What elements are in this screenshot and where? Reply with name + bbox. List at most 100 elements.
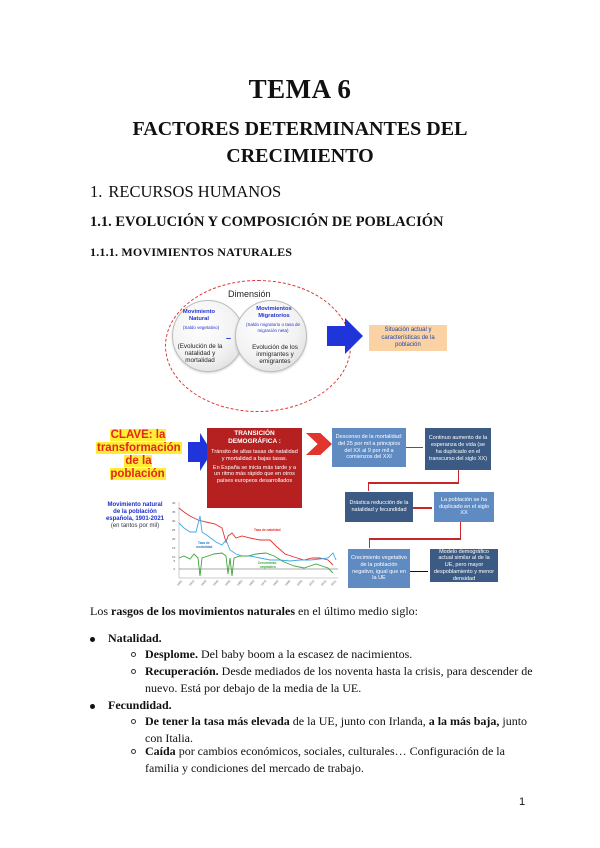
venn-right-title: Movimientos Migratorios (256, 306, 292, 319)
connector (369, 538, 461, 540)
connector (368, 482, 369, 491)
circle-bullet-icon (131, 669, 136, 674)
sub-bullet-bold: a la más baja, (428, 714, 500, 728)
sub-bullet-text: junto con Italia. (145, 714, 528, 745)
venn-left-body: (Evolución de la natalidad y mortalidad (177, 343, 223, 364)
connector (458, 470, 459, 482)
svg-text:10: 10 (172, 555, 176, 559)
svg-text:2010: 2010 (308, 579, 316, 587)
sub-bullet-bold: De tener la tasa más elevada (145, 714, 290, 728)
venn-migratory-movement (235, 300, 307, 372)
bullet-label: Fecundidad. (108, 698, 172, 712)
chart-title-line: española, 1901-2021 (105, 516, 165, 522)
clave-label: CLAVE: la transformación de la población (96, 429, 182, 481)
box-mortalidad: Descenso de la mortalidad: del 25 por mi… (332, 428, 406, 467)
svg-text:5: 5 (174, 559, 176, 563)
venn-left-subtitle: (Saldo vegetativo) (182, 325, 220, 330)
connector (369, 538, 370, 548)
svg-text:0: 0 (174, 567, 176, 571)
page-title: TEMA 6 (248, 74, 352, 104)
box-esperanza-vida: Continuo aumento de la esperanza de vida… (425, 428, 491, 470)
transicion-text-2: En España se inicia más tarde y a un rit… (212, 464, 297, 485)
venn-right-body: Evolución de los inmigrantes y emigrante… (252, 344, 298, 365)
svg-text:15: 15 (172, 546, 176, 550)
natalidad-label: Tasa de natalidad (254, 528, 281, 532)
connector (406, 447, 423, 448)
circle-bullet-icon (131, 652, 136, 657)
minus-sign: – (226, 333, 232, 343)
bullet-fecundidad: Fecundidad. (90, 698, 172, 713)
sub-bullet-text: por cambios económicos, sociales, cultur… (145, 744, 505, 775)
svg-text:1990: 1990 (284, 579, 292, 587)
heading-1-text: RECURSOS HUMANOS (108, 182, 282, 201)
transicion-heading: TRANSICIÓN DEMOGRÁFICA : (228, 430, 281, 445)
chevron-right-icon (306, 433, 332, 455)
dimension-label: Dimensión (228, 289, 271, 299)
chart-title: Movimiento natural de la población españ… (95, 502, 175, 530)
svg-text:20: 20 (172, 537, 176, 541)
svg-text:1901: 1901 (176, 579, 184, 587)
svg-text:35: 35 (172, 510, 176, 514)
clave-line-2: transformación (96, 442, 182, 454)
svg-text:1920: 1920 (200, 579, 208, 587)
heading-1: 1. RECURSOS HUMANOS (90, 182, 281, 202)
sub-bullet-text: de la UE, junto con Irlanda, (289, 714, 429, 728)
circle-bullet-icon (131, 749, 136, 754)
sub-bullet: Recuperación. Desde mediados de los nove… (131, 663, 541, 697)
box-poblacion-duplicada: La población se ha duplicado en el siglo… (434, 492, 494, 522)
svg-text:30: 30 (172, 519, 176, 523)
arrow-right-icon (188, 442, 200, 462)
svg-text:2000: 2000 (296, 579, 304, 587)
page-number: 1 (519, 796, 526, 808)
bullet-label: Natalidad. (108, 631, 162, 645)
subtitle-line-1: FACTORES DETERMINANTES DEL (132, 118, 468, 140)
bullet-natalidad: Natalidad. (90, 631, 162, 646)
sub-bullet-bold: Desplome. (145, 647, 198, 661)
svg-text:1930: 1930 (212, 579, 220, 587)
venn-left-title: Movimiento Natural (182, 309, 216, 322)
crecimiento-label: Crecimiento (258, 561, 276, 565)
svg-text:vegetativo: vegetativo (260, 565, 276, 569)
situacion-box: Situación actual y características de la… (369, 325, 447, 351)
intro-bold: rasgos de los movimientos naturales (111, 604, 295, 618)
venn-natural-movement (172, 300, 244, 372)
svg-text:25: 25 (172, 528, 176, 532)
transicion-text-1: Tránsito de altas tasas de natalidad y m… (211, 449, 298, 462)
chart-title-line: de la población (113, 509, 157, 515)
sub-bullet: Caída por cambios económicos, sociales, … (131, 743, 541, 777)
clave-line-1: CLAVE: la (109, 429, 167, 441)
connector (460, 522, 461, 538)
svg-text:1950: 1950 (236, 579, 244, 587)
heading-3: 1.1.1. MOVIMIENTOS NATURALES (90, 245, 293, 259)
svg-text:1980: 1980 (272, 579, 280, 587)
subtitle-line-2: CRECIMIENTO (226, 145, 374, 167)
svg-text:2015: 2015 (320, 579, 328, 587)
chart-title-line: (en tantos por mil) (110, 523, 160, 529)
box-natalidad: Drástica reducción de la natalidad y fec… (345, 492, 413, 522)
connector (368, 482, 459, 484)
box-modelo-demografico: Modelo demográfico actual similar al de … (430, 549, 498, 582)
mortalidad-label: Tasa de (198, 541, 210, 545)
bullet-icon (90, 703, 95, 709)
svg-text:1940: 1940 (224, 579, 232, 587)
sub-bullet-bold: Caída (145, 744, 176, 758)
sub-bullet-text: Desde mediados de los noventa hasta la c… (145, 664, 533, 695)
arrow-right-icon-head (345, 318, 363, 354)
svg-text:1960: 1960 (248, 579, 256, 587)
connector (410, 571, 428, 572)
intro-prefix: Los (90, 604, 111, 618)
svg-text:2021: 2021 (330, 579, 338, 587)
clave-line-3: de la población (110, 455, 166, 480)
box-crecimiento-vegetativo: Crecimiento vegetativo de la población n… (348, 549, 410, 588)
svg-text:mortalidad: mortalidad (196, 545, 212, 549)
svg-text:1970: 1970 (260, 579, 268, 587)
connector (413, 507, 432, 509)
venn-right-subtitle: (Saldo migratorio o tasa de migración ne… (245, 322, 301, 333)
bullet-icon (90, 636, 95, 642)
circle-bullet-icon (131, 719, 136, 724)
sub-bullet-text: Del baby boom a la escasez de nacimiento… (198, 647, 413, 661)
sub-bullet: Desplome. Del baby boom a la escasez de … (131, 646, 541, 663)
heading-1-number: 1. (90, 182, 103, 201)
concept-diagram: Dimensión Movimiento Natural (Saldo vege… (95, 280, 498, 588)
